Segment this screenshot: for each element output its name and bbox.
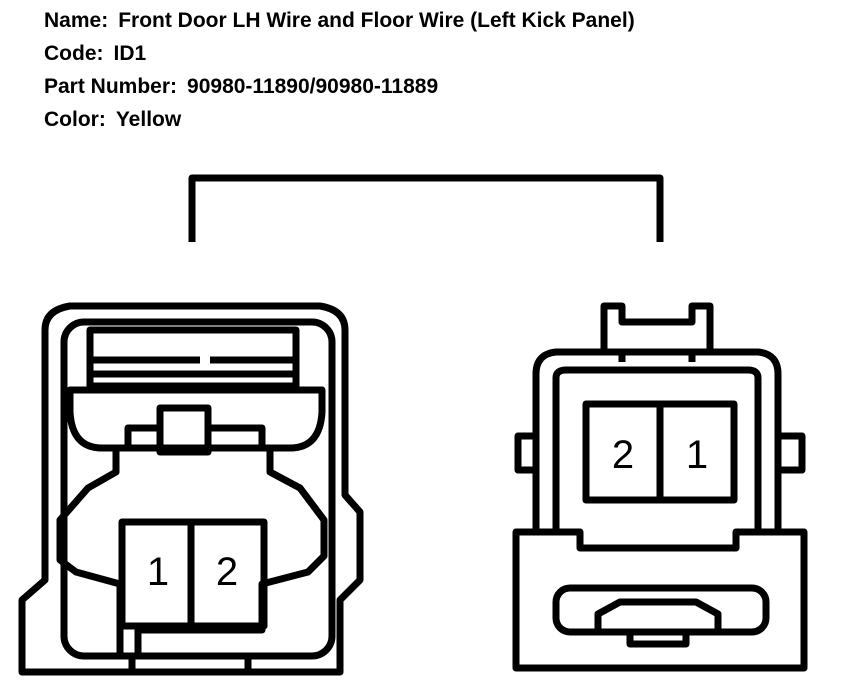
code-label: Code:	[44, 42, 104, 65]
color-label: Color:	[44, 108, 106, 131]
right-top-tab	[600, 302, 714, 352]
left-lock-step	[124, 424, 266, 448]
connector-name: Name: Front Door LH Wire and Floor Wire (…	[44, 4, 635, 37]
right-inner-frame	[552, 366, 762, 530]
right-connector	[512, 302, 808, 672]
connector-info: Name: Front Door LH Wire and Floor Wire (…	[44, 4, 635, 136]
left-inner-frame	[60, 318, 336, 660]
left-connector-housing	[18, 302, 364, 676]
left-cavity	[56, 448, 328, 660]
left-lock-body	[66, 386, 326, 452]
left-pin-1: 1	[147, 550, 169, 594]
pairing-bracket	[188, 174, 664, 242]
connector-color: Color: Yellow	[44, 103, 635, 136]
right-latch-window	[552, 584, 770, 636]
left-pin-2: 2	[216, 550, 238, 594]
connector-code: Code: ID1	[44, 37, 635, 70]
right-upper-housing	[532, 348, 782, 530]
right-right-ear	[774, 432, 806, 474]
name-value: Front Door LH Wire and Floor Wire (Left …	[118, 9, 635, 32]
part-number-value: 90980-11890/90980-11889	[187, 75, 439, 98]
part-number-label: Part Number:	[44, 75, 178, 98]
right-left-ear	[514, 432, 540, 474]
right-pin-2: 2	[612, 433, 634, 477]
right-latch	[594, 598, 722, 630]
name-label: Name:	[44, 9, 109, 32]
left-connector	[18, 302, 364, 676]
connector-part-number: Part Number: 90980-11890/90980-11889	[44, 70, 635, 103]
right-pin-1: 1	[686, 433, 708, 477]
code-value: ID1	[113, 42, 147, 65]
color-value: Yellow	[115, 108, 182, 131]
right-lower-body	[512, 528, 808, 672]
